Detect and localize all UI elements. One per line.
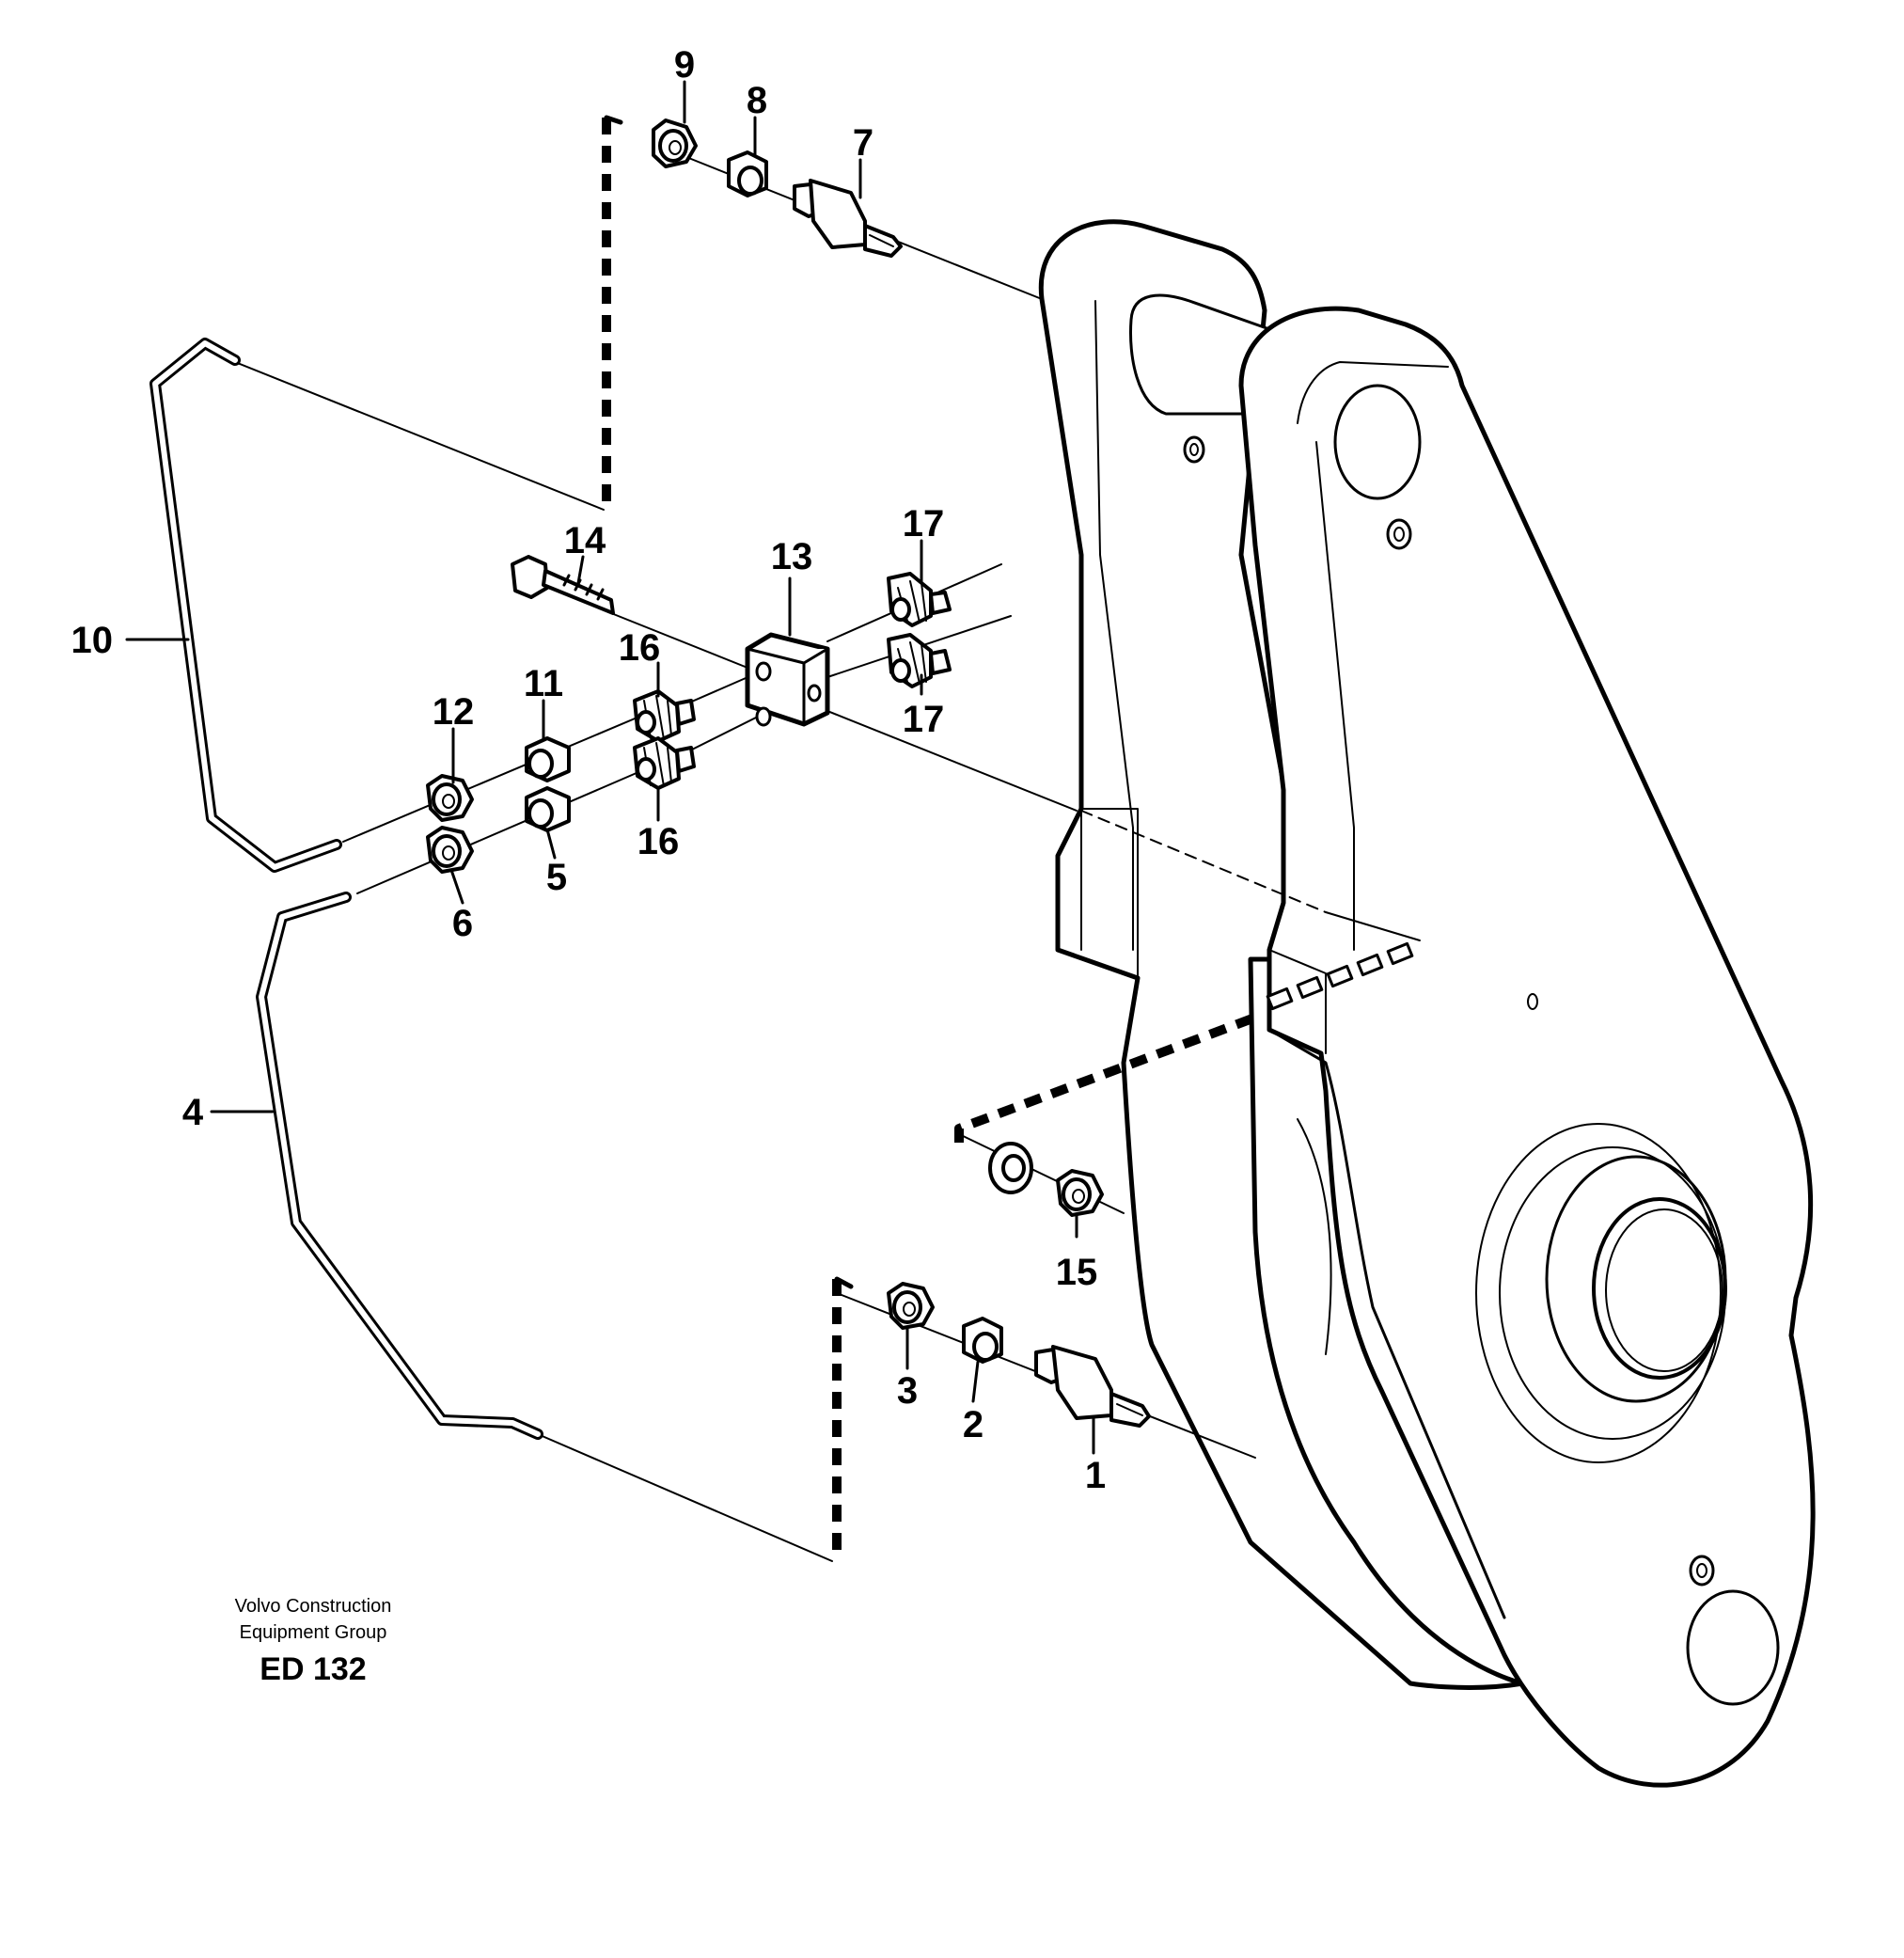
callout-7: 7 bbox=[853, 122, 873, 164]
callout-2: 2 bbox=[963, 1404, 983, 1445]
callout-16-upper: 16 bbox=[619, 627, 661, 669]
upper-pin bbox=[1129, 293, 1271, 416]
callout-16-lower: 16 bbox=[637, 821, 680, 862]
spacer-2 bbox=[962, 1317, 1003, 1364]
nut-9 bbox=[652, 118, 698, 168]
main-bushing-outer bbox=[1475, 1123, 1722, 1463]
connector-16-lower bbox=[633, 736, 696, 790]
diagram-caption: Volvo Construction Equipment Group ED 13… bbox=[235, 1596, 392, 1687]
nut-12 bbox=[426, 774, 474, 822]
callout-6: 6 bbox=[452, 903, 473, 944]
connector-17-lower bbox=[887, 633, 952, 688]
callout-9: 9 bbox=[674, 44, 695, 86]
hidden-dashes bbox=[1266, 941, 1414, 1011]
callout-leaders bbox=[125, 80, 1095, 1455]
nut-3 bbox=[887, 1282, 935, 1330]
nut-15 bbox=[1056, 1169, 1104, 1217]
front-plate-top-hole bbox=[1333, 384, 1422, 500]
front-plate-bottom-hole bbox=[1686, 1589, 1780, 1706]
callout-15: 15 bbox=[1056, 1252, 1098, 1293]
fitting-1 bbox=[1034, 1345, 1151, 1428]
callout-17-upper: 17 bbox=[903, 503, 945, 545]
callout-14: 14 bbox=[564, 520, 606, 561]
pipe-10 bbox=[149, 338, 342, 873]
spacer-8 bbox=[727, 150, 768, 197]
spacer-5 bbox=[525, 786, 571, 832]
rear-plate-bolt bbox=[1183, 435, 1205, 464]
callout-8: 8 bbox=[747, 80, 767, 121]
callout-4: 4 bbox=[182, 1092, 204, 1133]
caption-line-2: Equipment Group bbox=[240, 1622, 387, 1643]
caption-code: ED 132 bbox=[260, 1651, 366, 1687]
callout-labels: 9 8 7 10 14 13 17 17 16 16 11 12 5 6 4 1… bbox=[71, 44, 1107, 1496]
spacer-11 bbox=[525, 736, 571, 782]
washer-15 bbox=[988, 1142, 1033, 1194]
nut-6 bbox=[426, 826, 474, 874]
callout-1: 1 bbox=[1085, 1455, 1106, 1496]
callout-3: 3 bbox=[897, 1370, 918, 1412]
main-bushing-inner bbox=[1592, 1197, 1727, 1380]
callout-10: 10 bbox=[71, 620, 114, 661]
front-plate bbox=[1238, 306, 1816, 1788]
dashed-connectors bbox=[602, 118, 1262, 1561]
callout-5: 5 bbox=[546, 857, 567, 898]
callout-11: 11 bbox=[524, 663, 563, 704]
pipe-4 bbox=[256, 892, 543, 1440]
fitting-7 bbox=[793, 179, 903, 258]
caption-line-1: Volvo Construction bbox=[235, 1596, 392, 1617]
linkage-arm bbox=[1038, 219, 1816, 1788]
callout-13: 13 bbox=[771, 536, 813, 577]
callout-17-lower: 17 bbox=[903, 699, 945, 740]
bolt-14 bbox=[511, 555, 615, 615]
block-13 bbox=[745, 632, 830, 727]
connector-17-upper bbox=[887, 572, 952, 627]
callout-12: 12 bbox=[433, 691, 475, 733]
connector-16-upper bbox=[633, 689, 696, 743]
